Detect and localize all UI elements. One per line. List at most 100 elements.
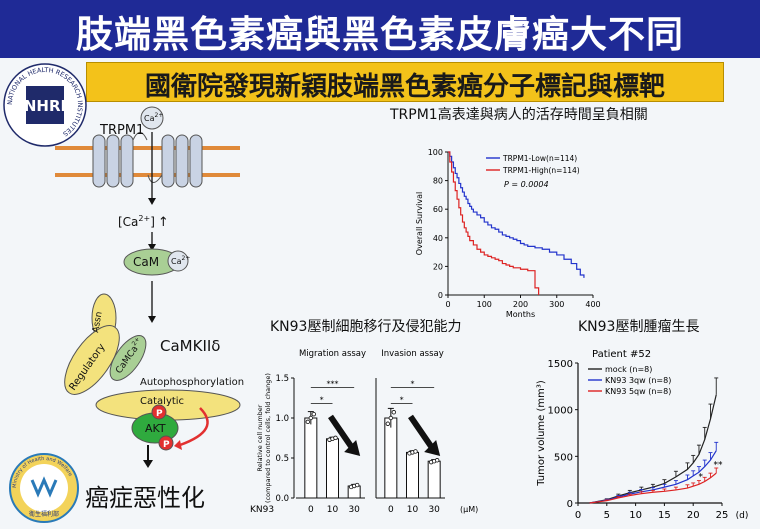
- sig-mark: *: [320, 396, 324, 405]
- tumor-panel-title: Patient #52: [592, 349, 651, 360]
- akt-label: AKT: [145, 422, 166, 435]
- tumor-y-tick-label: 500: [554, 452, 573, 463]
- x-axis-label: Months: [506, 310, 535, 318]
- sig-mark: *: [400, 396, 404, 405]
- page-title: 肢端黑色素癌與黑色素皮膚癌大不同: [76, 13, 684, 56]
- autophosphorylation-label: Autophosphorylation: [140, 377, 244, 388]
- bar-point: [413, 449, 418, 454]
- mohw-logo: Ministry of Health and Welfare 衛生福利部: [9, 453, 79, 523]
- survival-title: TRPM1高表達與病人的活存時間呈負相關: [390, 107, 648, 123]
- ca-ion: [140, 106, 164, 130]
- tumor-x-tick-label: 10: [629, 510, 642, 521]
- tumor-legend-label: KN93 3qw (n=8): [605, 376, 671, 385]
- bar-category-label: 0: [308, 505, 314, 515]
- svg-text:P: P: [156, 409, 163, 419]
- decrease-arrowhead-icon: [344, 440, 361, 456]
- decrease-arrowhead-icon: [424, 440, 441, 456]
- ca-concentration-label: [Ca2+]↑: [118, 214, 169, 230]
- bar-point: [434, 458, 440, 463]
- tumor-series-line: [589, 450, 717, 504]
- dose-unit-label: (μM): [460, 505, 478, 514]
- tumor-x-tick-label: 5: [604, 510, 610, 521]
- bar: [427, 460, 441, 499]
- catalytic-label: Catalytic: [140, 396, 184, 407]
- decrease-arrow-icon: [328, 414, 355, 450]
- decrease-arrow-icon: [408, 414, 435, 450]
- y-tick-label: 40: [433, 234, 443, 243]
- mohw-emblem-icon: [30, 476, 58, 498]
- p-value-annotation: P = 0.0004: [504, 180, 549, 189]
- phospho-site-2: [158, 435, 174, 451]
- y-tick-label: 0: [438, 291, 443, 300]
- tumor-x-tick-label: 0: [575, 510, 581, 521]
- tumor-y-axis-label: Tumor volume (mm³): [536, 380, 547, 487]
- ca-ion-label: Ca2+: [144, 112, 163, 123]
- outcome-arrow: [143, 460, 153, 468]
- mohw-logo-bottom: 衛生福利部: [29, 510, 59, 518]
- bar: [384, 417, 398, 499]
- tumor-x-unit: (d): [736, 511, 749, 521]
- tumor-title: KN93壓制腫瘤生長: [578, 319, 700, 335]
- tumor-legend-label: mock (n=8): [605, 365, 652, 374]
- bar-y-tick-label: 0.5: [275, 454, 289, 464]
- bar-panel-title: Invasion assay: [381, 349, 444, 359]
- x-tick-label: 100: [477, 300, 492, 309]
- bar-point: [388, 415, 394, 421]
- survival-series-line: [448, 151, 585, 278]
- kn93-axis-label: KN93: [250, 505, 274, 515]
- bar-point: [308, 415, 314, 421]
- bar-category-label: 10: [407, 505, 419, 515]
- y-tick-label: 60: [433, 205, 443, 214]
- cam-ca-label: Ca2+: [171, 255, 190, 266]
- tumor-x-tick-label: 25: [716, 510, 729, 521]
- bar-point: [391, 410, 397, 415]
- signaling-pathway-diagram: TRPM1 Ca2+ [Ca2+]↑ CaM Ca2+ Assn Regulat…: [55, 106, 244, 468]
- camkii-label: CaMKIIδ: [160, 337, 220, 355]
- outcome-label: 癌症惡性化: [85, 484, 205, 512]
- x-tick-label: 300: [549, 300, 564, 309]
- tumor-sig-mark: *: [698, 473, 703, 483]
- bar: [304, 417, 318, 499]
- bar-point: [305, 419, 311, 425]
- bar-point: [333, 435, 338, 441]
- y-tick-label: 100: [428, 148, 443, 157]
- tumor-y-tick-label: 0: [567, 499, 573, 510]
- title-banner: [0, 0, 760, 58]
- bar: [406, 451, 419, 499]
- trpm1-channel: [92, 132, 203, 188]
- assn-label: Assn: [91, 311, 105, 334]
- bar-point: [354, 482, 360, 488]
- tumor-x-tick-label: 15: [658, 510, 671, 521]
- tumor-x-tick-label: 20: [687, 510, 700, 521]
- bar-y-tick-label: 0.0: [275, 494, 289, 504]
- phospho-site-1: [151, 404, 167, 420]
- tumor-legend-label: KN93 5qw (n=8): [605, 387, 671, 396]
- phosphorylation-arrow: [179, 407, 209, 447]
- x-tick-label: 200: [513, 300, 528, 309]
- svg-text:P: P: [163, 440, 170, 450]
- y-tick-label: 20: [433, 262, 443, 271]
- sig-mark: ***: [327, 380, 339, 389]
- bar-panel-title: Migration assay: [299, 349, 366, 359]
- bar-point: [311, 411, 317, 417]
- x-tick-label: 400: [585, 300, 600, 309]
- legend-label: TRPM1-High(n=114): [502, 166, 580, 175]
- page-subtitle: 國衛院發現新穎肢端黑色素癌分子標記與標靶: [144, 72, 665, 102]
- bar-y-tick-label: 1.0: [275, 414, 289, 424]
- bar-point: [385, 421, 391, 426]
- tumor-y-tick-label: 1500: [548, 359, 573, 370]
- bar-y-tick-label: 1.5: [275, 374, 289, 384]
- nhri-logo-mark: NHRI: [24, 97, 66, 115]
- cam-label: CaM: [133, 255, 159, 269]
- nhri-logo: NATIONAL HEALTH RESEARCH INSTITUTES NHRI: [3, 63, 87, 147]
- activation-arrow: [148, 316, 156, 323]
- bar-category-label: 30: [428, 505, 440, 515]
- y-axis-label: Overall Survival: [415, 192, 424, 255]
- y-tick-label: 80: [433, 177, 443, 186]
- sig-mark: *: [411, 380, 415, 389]
- bar-category-label: 30: [348, 505, 360, 515]
- bar-category-label: 0: [388, 505, 394, 515]
